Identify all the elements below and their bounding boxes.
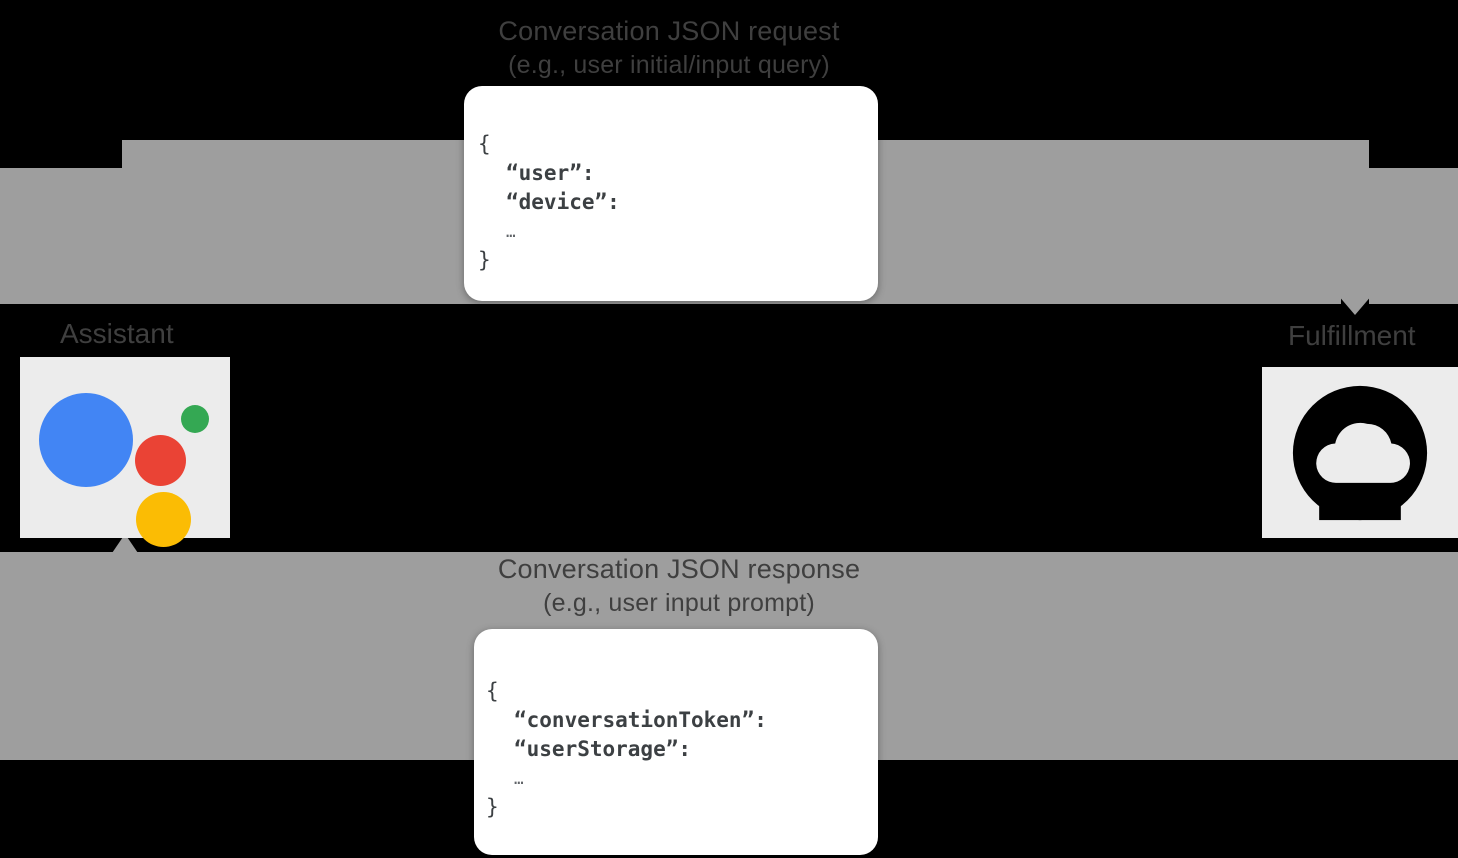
assistant-node: [20, 357, 230, 547]
assistant-dot-yellow-icon: [136, 491, 191, 547]
response-json-card: { “conversationToken”: “userStorage”: … …: [474, 629, 878, 855]
assistant-dot-red-icon: [135, 434, 186, 486]
assistant-dot-blue-icon: [39, 392, 133, 487]
response-caption: Conversation JSON response (e.g., user i…: [429, 554, 929, 618]
response-caption-line1: Conversation JSON response: [497, 554, 861, 584]
request-json-key-user: “user”:: [506, 161, 595, 185]
request-json-key-device: “device”:: [506, 190, 620, 214]
google-assistant-logo-icon: [39, 373, 211, 547]
response-json-ellipsis: …: [514, 769, 524, 788]
assistant-dot-green-icon: [181, 404, 209, 433]
response-json-key-user-storage: “userStorage”:: [514, 737, 692, 761]
request-json-card: { “user”: “device”: … }: [464, 86, 878, 301]
response-json-open-brace: {: [486, 679, 499, 703]
response-json-close-brace: }: [486, 795, 499, 819]
request-caption-line2: (e.g., user initial/input query): [508, 51, 830, 79]
response-json-key-conversation-token: “conversationToken”:: [514, 708, 767, 732]
request-json-open-brace: {: [478, 132, 491, 156]
cloud-functions-icon: [1292, 385, 1428, 520]
request-json-ellipsis: …: [506, 222, 516, 241]
request-caption-line1: Conversation JSON request: [498, 16, 840, 46]
fulfillment-label: Fulfillment: [1288, 320, 1416, 351]
assistant-label: Assistant: [60, 318, 174, 349]
fulfillment-node: [1262, 367, 1458, 538]
request-caption: Conversation JSON request (e.g., user in…: [429, 16, 909, 80]
request-json-close-brace: }: [478, 248, 491, 272]
response-caption-line2: (e.g., user input prompt): [543, 589, 815, 617]
